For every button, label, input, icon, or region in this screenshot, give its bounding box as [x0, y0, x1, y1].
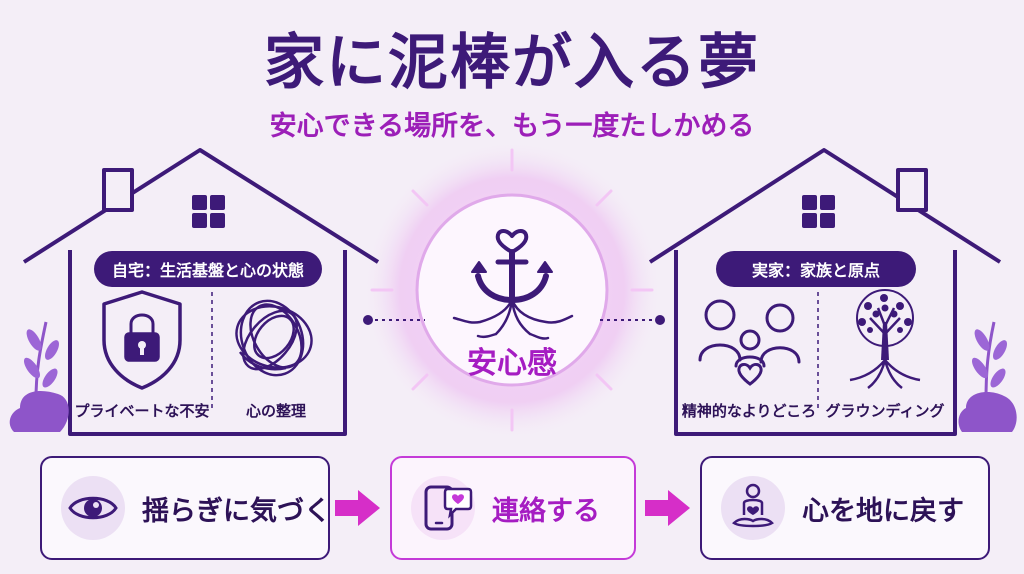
- step-notice-label: 揺らぎに気づく: [142, 495, 331, 527]
- step-notice: 揺らぎに気づく: [40, 456, 331, 560]
- right-house: [648, 148, 1002, 436]
- right-connector: [600, 315, 665, 325]
- arrow-right-icon: [645, 490, 690, 526]
- left-connector: [363, 315, 425, 325]
- private-anxiety-label: プライベートな不安: [74, 402, 210, 420]
- left-plant-icon: [9, 321, 69, 432]
- right-window-icon: [802, 195, 835, 228]
- left-house-label: 自宅：生活基盤と心の状態: [94, 251, 322, 287]
- heart-anchor-with-roots-icon: [452, 229, 574, 340]
- step-ground: 心を地に戻す: [700, 456, 990, 560]
- arrow-right-icon: [335, 490, 380, 526]
- step-contact-label: 連絡する: [492, 495, 600, 527]
- family-heart-icon: [698, 299, 801, 386]
- page-subtitle: 安心できる場所を、もう一度たしかめる: [269, 111, 755, 142]
- rooted-tree-icon: [849, 289, 921, 389]
- right-house-label: 実家：家族と原点: [716, 251, 916, 287]
- spiritual-support-label: 精神的なよりどころ: [681, 402, 817, 420]
- step-ground-label: 心を地に戻す: [802, 495, 964, 527]
- tangled-thread-icon: [235, 299, 313, 377]
- mind-organizing-label: 心の整理: [245, 402, 306, 420]
- right-plant-icon: [958, 321, 1017, 432]
- step-contact: 連絡する: [390, 456, 636, 560]
- left-house: [22, 148, 380, 436]
- meditation-heart-icon: [721, 476, 785, 540]
- left-window-icon: [192, 195, 225, 228]
- eye-icon: [61, 476, 125, 540]
- page-title: 家に泥棒が入る夢: [264, 28, 760, 98]
- security-label: 安心感: [467, 346, 557, 381]
- grounding-label: グラウンディング: [825, 402, 945, 420]
- padlock-shield-icon: [102, 290, 182, 390]
- phone-message-heart-icon: [411, 476, 475, 540]
